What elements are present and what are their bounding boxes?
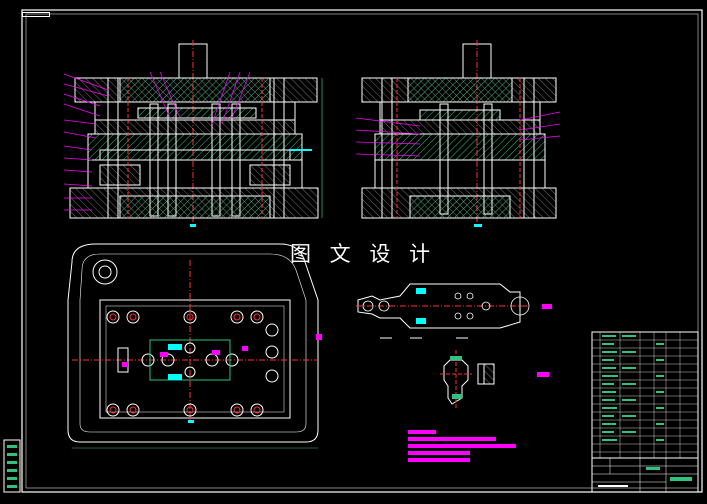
watermark-text: 图 文 设 计 [290, 242, 437, 266]
revision-strip [3, 439, 21, 493]
front-section-view [63, 40, 323, 227]
drawing-border [21, 9, 703, 493]
drawing-number-tab [22, 12, 50, 17]
part-detail [440, 350, 549, 410]
strip-layout [356, 283, 552, 339]
side-section-view [355, 40, 561, 227]
drawing-inner-border [25, 13, 699, 489]
title-block [591, 457, 699, 493]
bill-of-materials [591, 331, 699, 459]
plan-view [67, 243, 322, 449]
technical-requirements [408, 430, 516, 462]
